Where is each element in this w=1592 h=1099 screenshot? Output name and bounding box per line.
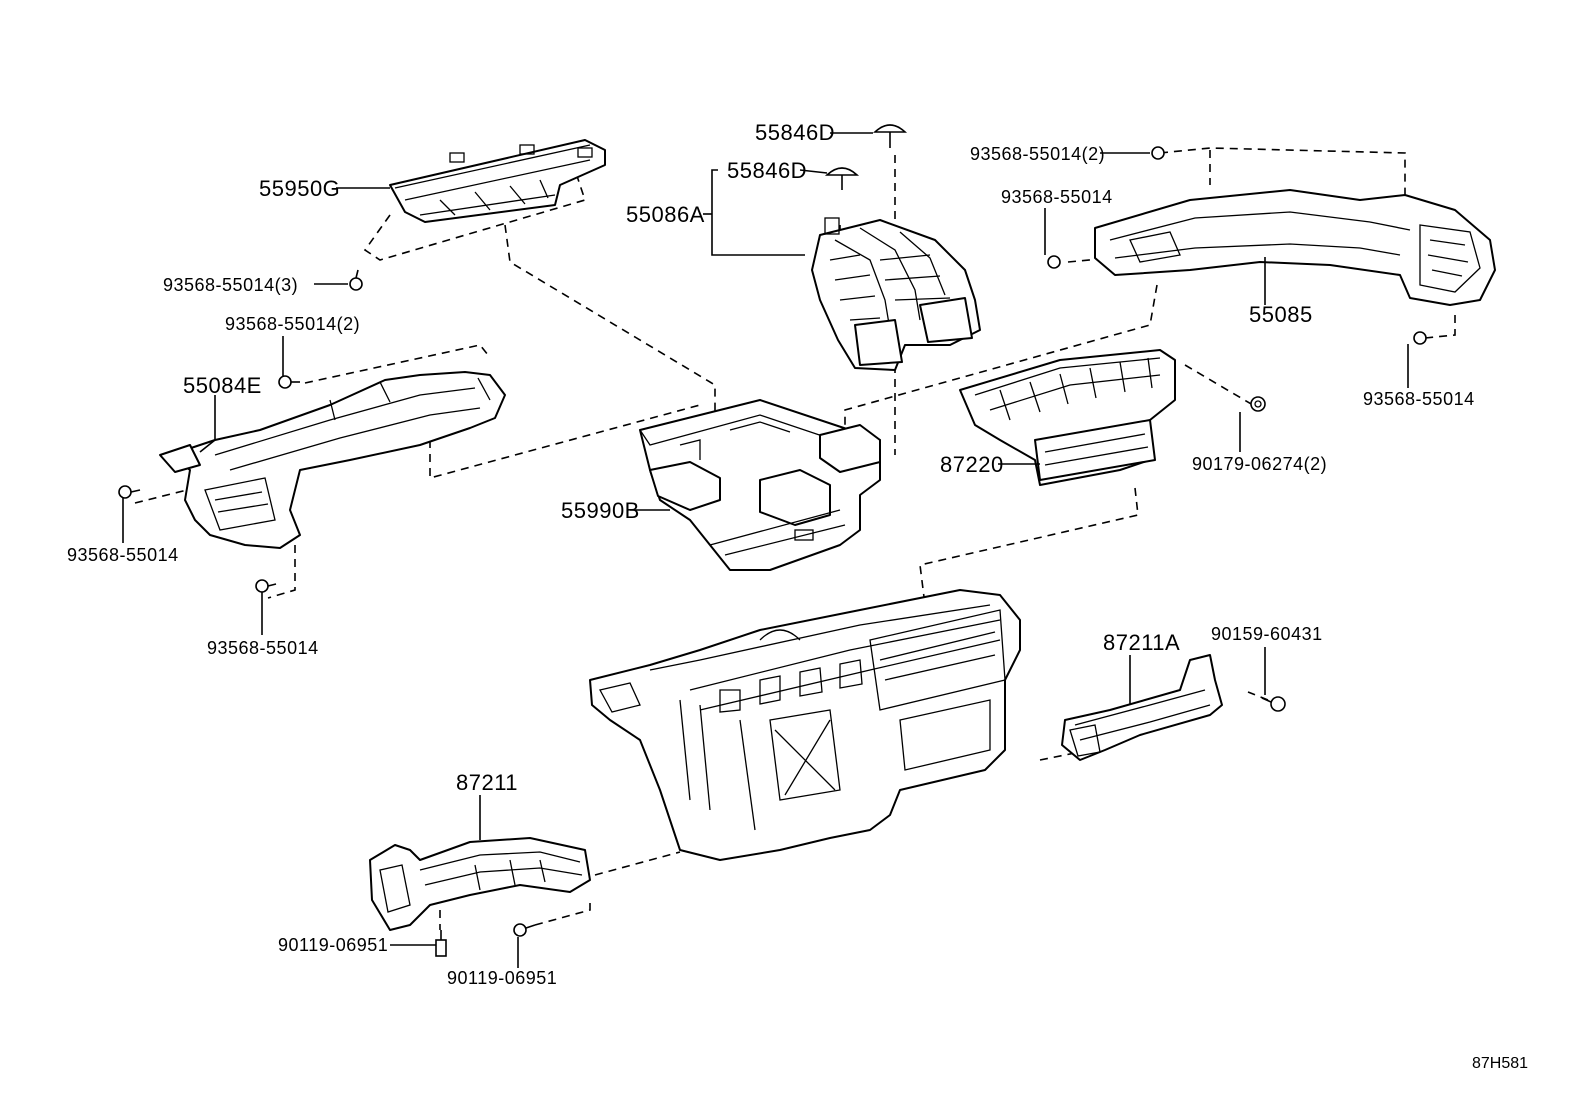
fasteners <box>118 146 1427 957</box>
label-87211: 87211 <box>456 770 518 795</box>
bolt-90159-60431 <box>1261 696 1286 712</box>
label-55846D-mid: 55846D <box>727 158 807 183</box>
bolt-93568-55014-right-b <box>1413 331 1427 345</box>
label-93568-55014-left-a: 93568-55014 <box>67 545 179 565</box>
bolt-90119-06951-b <box>513 923 536 937</box>
part-hvac-unit <box>589 589 1021 861</box>
label-55950G: 55950G <box>259 176 340 201</box>
label-87211A: 87211A <box>1103 630 1180 655</box>
label-93568-55014-right-a: 93568-55014 <box>1001 187 1113 207</box>
diagram-code: 87H581 <box>1472 1055 1528 1072</box>
label-93568-55014-left-b: 93568-55014 <box>207 638 319 658</box>
bolt-93568-55014-left-a <box>118 485 141 499</box>
label-93568-55014-2-left: 93568-55014(2) <box>225 314 360 334</box>
bolt-93568-55014-3 <box>349 269 363 291</box>
part-55950G <box>389 139 606 223</box>
label-87220: 87220 <box>940 452 1004 477</box>
part-55084E <box>159 371 506 549</box>
label-55846D-top: 55846D <box>755 120 835 145</box>
label-90179-06274-2: 90179-06274(2) <box>1192 454 1327 474</box>
part-87211A <box>1061 654 1223 761</box>
clip-55846D-mid <box>824 167 860 190</box>
label-55990B: 55990B <box>561 498 640 523</box>
label-93568-55014-3: 93568-55014(3) <box>163 275 298 295</box>
part-55990B <box>639 399 881 571</box>
clip-55846D-top <box>872 124 908 148</box>
label-93568-55014-right-b: 93568-55014 <box>1363 389 1475 409</box>
label-55085: 55085 <box>1249 302 1313 327</box>
label-55084E: 55084E <box>183 373 262 398</box>
bolt-93568-55014-2-right <box>1151 146 1165 160</box>
label-55086A: 55086A <box>626 202 705 227</box>
bolt-93568-55014-left-b <box>255 579 277 593</box>
label-90119-06951-b: 90119-06951 <box>447 968 557 988</box>
bolt-93568-55014-2-left <box>278 375 300 389</box>
label-90159-60431: 90159-60431 <box>1211 624 1323 644</box>
nut-90179-06274 <box>1250 396 1266 412</box>
bolt-93568-55014-right-a <box>1047 255 1061 269</box>
label-90119-06951-a: 90119-06951 <box>278 935 388 955</box>
part-87211 <box>369 837 591 931</box>
label-93568-55014-2-right: 93568-55014(2) <box>970 144 1105 164</box>
bolt-90119-06951-a <box>435 930 447 957</box>
part-55086A <box>811 217 981 371</box>
part-87220 <box>959 349 1176 486</box>
leader-lines <box>122 132 1409 968</box>
part-labels: 55950G 93568-55014(3) 93568-55014(2) 550… <box>67 120 1528 1072</box>
part-55085 <box>1094 189 1496 306</box>
